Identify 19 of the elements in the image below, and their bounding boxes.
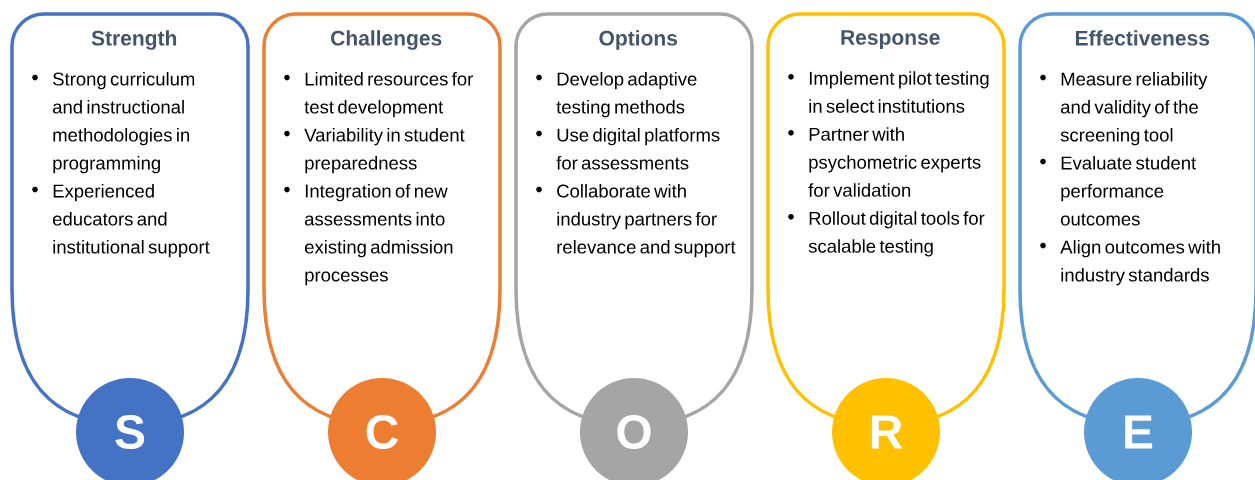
node-label: Integration of new assessments into existing admission processes [304,184,453,286]
node-label: Strong curriculum and instructional methodologies in programming [52,72,195,174]
node-label: Partner with psychometric experts for validation [808,127,981,197]
node-label: Response [841,30,940,50]
node-label: Measure reliability and validity of the screening tool [1060,72,1208,146]
node-label: Experienced educators and institutional support [52,184,210,258]
node-label: Limited resources for test development [304,72,473,118]
node-label: Evaluate student performance outcomes [1060,156,1197,226]
node-label: Rollout digital tools for scalable testing [808,211,985,257]
node-label: Collaborate with industry partners for relevance and support [557,184,736,258]
node-label: Strength [91,30,177,50]
node-label: Options [599,30,678,50]
node-label: Align outcomes with industry standards [1060,240,1220,286]
node-label: Variability in student preparedness [304,128,465,174]
node-label: Use digital platforms for assessments [556,128,720,170]
node-label: Develop adaptive testing methods [556,72,697,118]
node-label: Effectiveness [1075,30,1210,46]
node-label: Challenges [331,30,442,50]
node-label: Implement pilot testing in select institutions [809,71,989,113]
